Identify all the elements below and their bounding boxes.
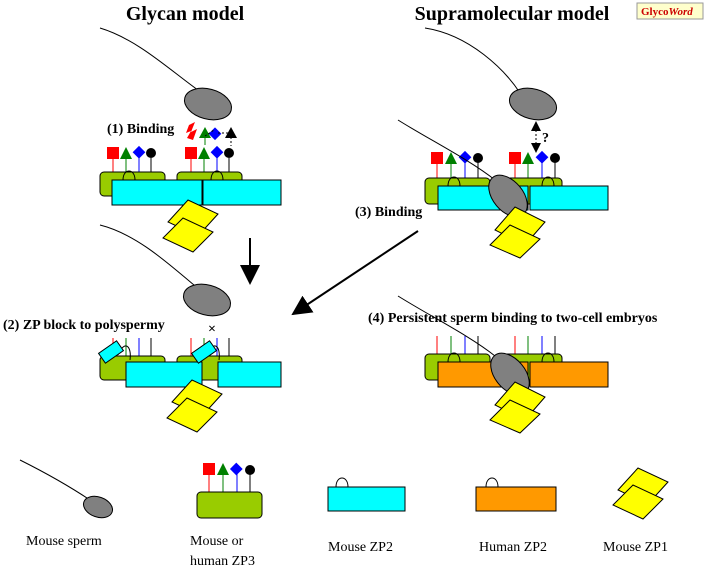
bound-glycans <box>186 122 237 146</box>
zp2-loop <box>210 170 224 181</box>
cleaved-zp2-fragment <box>190 340 218 364</box>
legend-zp3-label-line2: human ZP3 <box>190 554 255 569</box>
sperm-head <box>183 87 233 121</box>
panel-supramolecular-binding: ? (3) Bin <box>355 27 609 259</box>
step-2-label: (2) ZP block to polyspermy <box>3 318 165 333</box>
glycoword-logo: GlycoWord <box>636 2 704 20</box>
panel-persistent-binding: (4) Persistent sperm binding to two-cell… <box>368 295 658 434</box>
diagonal-arrow <box>291 230 419 316</box>
legend-hzp2-label: Human ZP2 <box>479 540 547 555</box>
zp2-loop <box>122 170 136 181</box>
sperm-head <box>508 87 558 121</box>
legend-zp3: Mouse or human ZP3 <box>190 462 263 569</box>
legend: Mouse sperm Mouse or human ZP3 Mouse ZP2… <box>19 459 669 569</box>
zp3-icon <box>196 491 263 519</box>
block-mark: × <box>208 322 216 337</box>
mouse-zp2-block <box>202 179 282 206</box>
zp1-sheet <box>162 217 214 253</box>
legend-mzp2-label: Mouse ZP2 <box>328 540 393 555</box>
zp3-glycan-chain <box>185 145 234 177</box>
legend-zp3-label-line1: Mouse or <box>190 534 244 549</box>
sperm-icon <box>82 495 114 519</box>
logo-part-1: Glyco <box>641 6 669 18</box>
step-1-label: (1) Binding <box>107 122 174 137</box>
human-zp2-block <box>529 361 609 388</box>
legend-zp1-label: Mouse ZP1 <box>603 540 668 555</box>
glycan-model-title: Glycan model <box>126 3 245 25</box>
step-4-label: (4) Persistent sperm binding to two-cell… <box>368 311 658 326</box>
panel-zp-block: × (2) ZP block to polyspermy <box>3 224 282 433</box>
cleaved-zp2-fragment <box>97 340 125 364</box>
mouse-zp2-icon <box>327 486 406 512</box>
supramolecular-model-title: Supramolecular model <box>415 3 610 25</box>
svg-text:GlycoWord: GlycoWord <box>641 6 693 18</box>
zp3-glycan-chain <box>107 145 156 177</box>
sperm-head <box>182 283 232 317</box>
legend-mouse-zp2: Mouse ZP2 <box>327 477 406 555</box>
legend-zp1: Mouse ZP1 <box>603 467 669 555</box>
zp3-glycan-chain <box>509 150 560 182</box>
human-zp2-icon <box>475 486 557 512</box>
logo-part-2: Word <box>669 6 694 18</box>
step-3-label: (3) Binding <box>355 205 422 220</box>
legend-human-zp2: Human ZP2 <box>475 477 557 555</box>
legend-sperm-label: Mouse sperm <box>26 534 102 549</box>
sperm-tail <box>99 27 206 96</box>
question-mark: ? <box>542 131 549 146</box>
panel-glycan-binding: (1) Binding <box>99 27 282 253</box>
legend-mouse-sperm: Mouse sperm <box>19 459 114 549</box>
